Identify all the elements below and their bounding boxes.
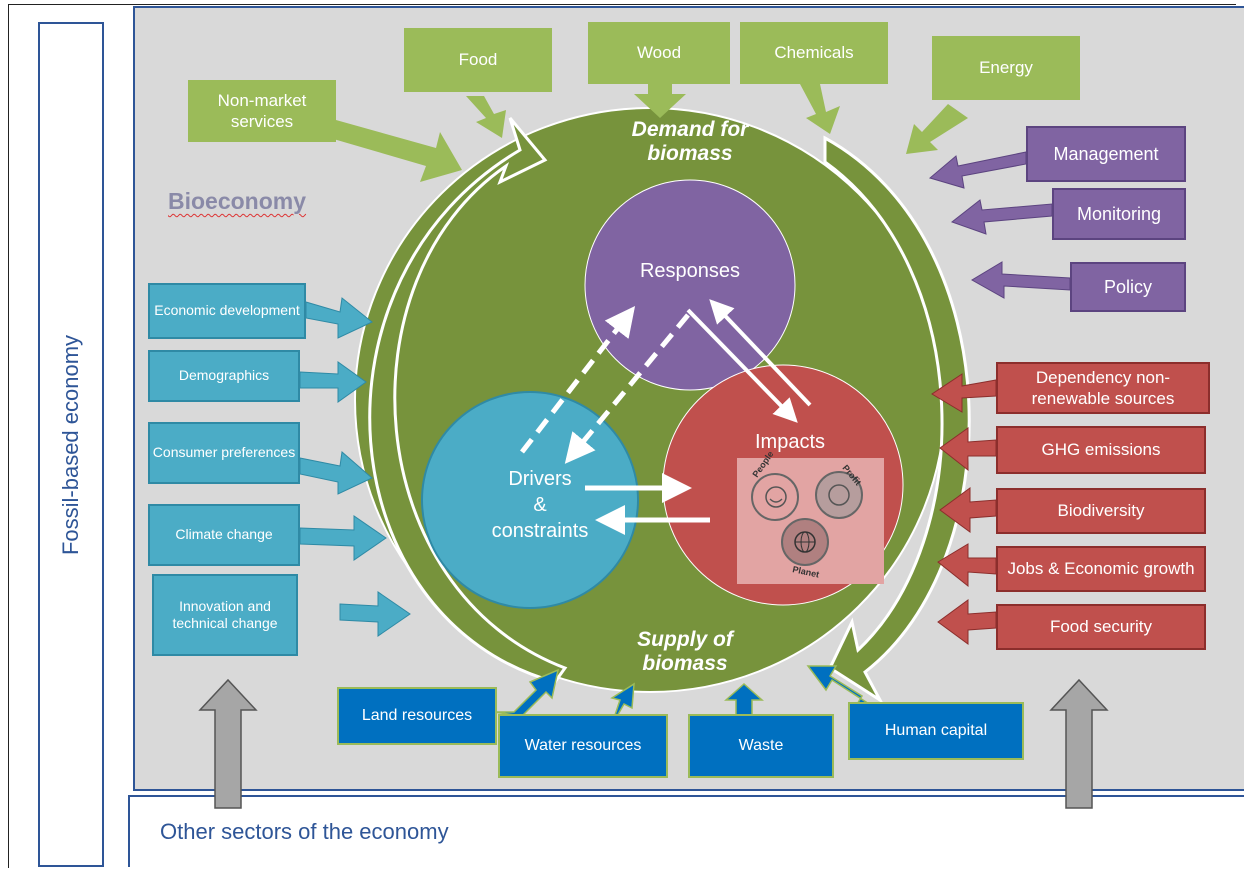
impact-ghg-box: GHG emissions xyxy=(996,426,1206,474)
arrow-consumer xyxy=(299,451,373,495)
response-policy-box: Policy xyxy=(1070,262,1186,312)
arrow-demographics xyxy=(299,361,367,403)
arrow-waste xyxy=(724,682,764,719)
supply-land-box: Land resources xyxy=(337,687,497,745)
demand-energy-box: Energy xyxy=(932,36,1080,100)
driver-consumer-box: Consumer preferences xyxy=(148,422,300,484)
euro-icon xyxy=(828,484,850,506)
people-smiley-icon xyxy=(765,486,787,508)
arrow-dependency xyxy=(931,373,997,413)
other-sectors-panel: Other sectors of the economy xyxy=(128,795,1244,867)
arrow-wood xyxy=(634,78,686,118)
outer-frame xyxy=(8,4,1236,868)
demand-chemicals-box: Chemicals xyxy=(740,22,888,84)
arrow-food xyxy=(466,96,506,138)
arrow-human xyxy=(806,665,868,717)
arrow-land xyxy=(493,668,560,717)
profit-circle xyxy=(815,471,863,519)
demand-food-box: Food xyxy=(404,28,552,92)
arrow-jobs xyxy=(937,543,997,588)
right-cycle-arrow xyxy=(823,135,971,705)
supply-water-box: Water resources xyxy=(498,714,668,778)
grey-arrow-left xyxy=(198,678,258,809)
arrow-management xyxy=(928,151,1027,189)
arrow-innovation xyxy=(339,591,411,637)
supply-label: Supply of biomass xyxy=(637,628,733,676)
arrow-economic xyxy=(305,297,373,339)
arrow-energy xyxy=(906,104,968,154)
arrow-impacts-to-responses xyxy=(709,299,812,407)
arrow-policy xyxy=(971,261,1071,299)
arrow-ghg xyxy=(939,427,997,472)
response-management-box: Management xyxy=(1026,126,1186,182)
responses-label: Responses xyxy=(639,260,741,282)
impact-dependency-box: Dependency non-renewable sources xyxy=(996,362,1210,414)
demand-wood-box: Wood xyxy=(588,22,730,84)
dashed-arrow-up xyxy=(520,306,636,454)
demand-nonmarket-box: Non-market services xyxy=(188,80,336,142)
arrow-biodiversity xyxy=(939,487,997,533)
arrow-monitoring xyxy=(950,199,1053,235)
demand-label: Demand for biomass xyxy=(631,118,749,166)
responses-circle xyxy=(584,179,796,391)
people-circle xyxy=(751,473,799,521)
impacts-label: Impacts xyxy=(754,431,826,453)
impact-biodiversity-box: Biodiversity xyxy=(996,488,1206,534)
response-monitoring-box: Monitoring xyxy=(1052,188,1186,240)
arrow-nonmarket xyxy=(330,120,462,182)
driver-demographics-box: Demographics xyxy=(148,350,300,402)
impact-jobs-box: Jobs & Economic growth xyxy=(996,546,1206,592)
bioeconomy-title: Bioeconomy xyxy=(168,188,307,214)
arrow-responses-to-impacts xyxy=(686,308,798,423)
supply-waste-box: Waste xyxy=(688,714,834,778)
fossil-economy-panel: Fossil-based economy xyxy=(38,22,104,867)
left-cycle-arrow xyxy=(368,117,568,684)
impact-foodsecurity-box: Food security xyxy=(996,604,1206,650)
arrow-climate xyxy=(299,515,387,561)
grey-arrow-right xyxy=(1049,678,1109,809)
other-sectors-label: Other sectors of the economy xyxy=(160,819,449,844)
supply-human-box: Human capital xyxy=(848,702,1024,760)
arrow-chemicals xyxy=(800,84,840,134)
driver-climate-box: Climate change xyxy=(148,504,300,566)
arrow-foodsec xyxy=(937,599,997,645)
driver-innovation-box: Innovation and technical change xyxy=(152,574,298,656)
dashed-arrow-down xyxy=(564,313,690,464)
drivers-label: Drivers & constraints xyxy=(491,468,589,542)
driver-economic-box: Economic development xyxy=(148,283,306,339)
arrow-water xyxy=(597,682,635,719)
